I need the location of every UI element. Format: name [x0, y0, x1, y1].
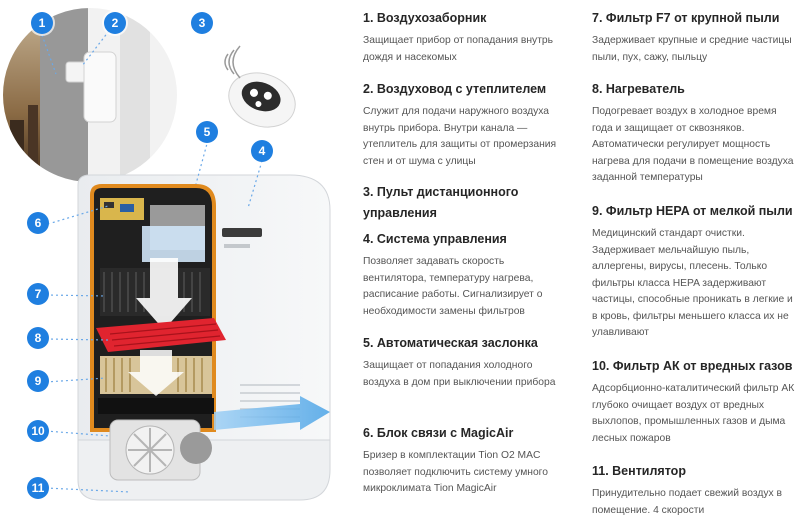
legend-description: Задерживает крупные и средние частицы пы…: [592, 35, 792, 63]
legend-item-6: 6. Блок связи с MagicAir Бризер в компле…: [363, 423, 563, 498]
legend-item-3: 3. Пульт дистанционного управления: [363, 182, 563, 224]
marker-6: 6: [27, 212, 49, 234]
legend-description: Защищает от попадания холодного воздуха …: [363, 360, 556, 388]
marker-10: 10: [27, 420, 49, 442]
legend-title: 5. Автоматическая заслонка: [363, 336, 538, 350]
legend-description: Медицинский стандарт очистки. Задерживае…: [592, 228, 793, 338]
legend-description: Подогревает воздух в холодное время года…: [592, 106, 794, 183]
breezer-illustration: 1 2 3 4 5 6 7 8 9 10 11: [0, 0, 355, 523]
legend-item-11: 11. Вентилятор Принудительно подает свеж…: [592, 461, 797, 519]
legend-item-8: 8. Нагреватель Подогревает воздух в холо…: [592, 79, 797, 187]
legend-title: 11. Вентилятор: [592, 464, 686, 478]
legend-title: 3. Пульт дистанционного управления: [363, 185, 519, 220]
marker-8: 8: [27, 327, 49, 349]
marker-5: 5: [196, 121, 218, 143]
remote-control-icon: [228, 72, 296, 128]
legend-title: 2. Воздуховод с утеплителем: [363, 82, 547, 96]
legend-title: 8. Нагреватель: [592, 82, 685, 96]
legend-title: 1. Воздухозаборник: [363, 11, 487, 25]
wall-cutaway-circle: [2, 7, 178, 183]
legend-item-2: 2. Воздуховод с утеплителем Служит для п…: [363, 79, 563, 170]
signal-waves-icon: [224, 45, 241, 79]
legend-item-7: 7. Фильтр F7 от крупной пыли Задерживает…: [592, 8, 797, 66]
legend-title: 4. Система управления: [363, 232, 507, 246]
legend-description: Позволяет задавать скорость вентилятора,…: [363, 256, 543, 317]
legend-item-5: 5. Автоматическая заслонка Защищает от п…: [363, 333, 563, 391]
legend-title: 6. Блок связи с MagicAir: [363, 426, 514, 440]
airflow-arrow-icon: [214, 396, 330, 430]
legend-description: Защищает прибор от попадания внутрь дожд…: [363, 35, 553, 63]
marker-9: 9: [27, 370, 49, 392]
marker-4: 4: [251, 140, 273, 162]
legend-item-9: 9. Фильтр HEPA от мелкой пыли Медицински…: [592, 201, 797, 342]
legend-description: Бризер в комплектации Tion O2 MAC позвол…: [363, 450, 548, 494]
legend-title: 9. Фильтр HEPA от мелкой пыли: [592, 204, 793, 218]
marker-7: 7: [27, 283, 49, 305]
legend-description: Принудительно подает свежий воздух в пом…: [592, 488, 782, 516]
legend-title: 10. Фильтр АК от вредных газов: [592, 359, 793, 373]
legend-item-10: 10. Фильтр АК от вредных газов Адсорбцио…: [592, 356, 797, 447]
legend-item-1: 1. Воздухозаборник Защищает прибор от по…: [363, 8, 563, 66]
marker-11: 11: [27, 477, 49, 499]
legend-item-4: 4. Система управления Позволяет задавать…: [363, 229, 563, 320]
marker-3: 3: [191, 12, 213, 34]
marker-1: 1: [31, 12, 53, 34]
legend-title: 7. Фильтр F7 от крупной пыли: [592, 11, 780, 25]
legend-description: Служит для подачи наружного воздуха внут…: [363, 106, 557, 167]
breezer-cutaway-drawing: [1, 6, 331, 501]
legend-description: Адсорбционно-каталитический фильтр АК гл…: [592, 383, 795, 444]
marker-2: 2: [104, 12, 126, 34]
